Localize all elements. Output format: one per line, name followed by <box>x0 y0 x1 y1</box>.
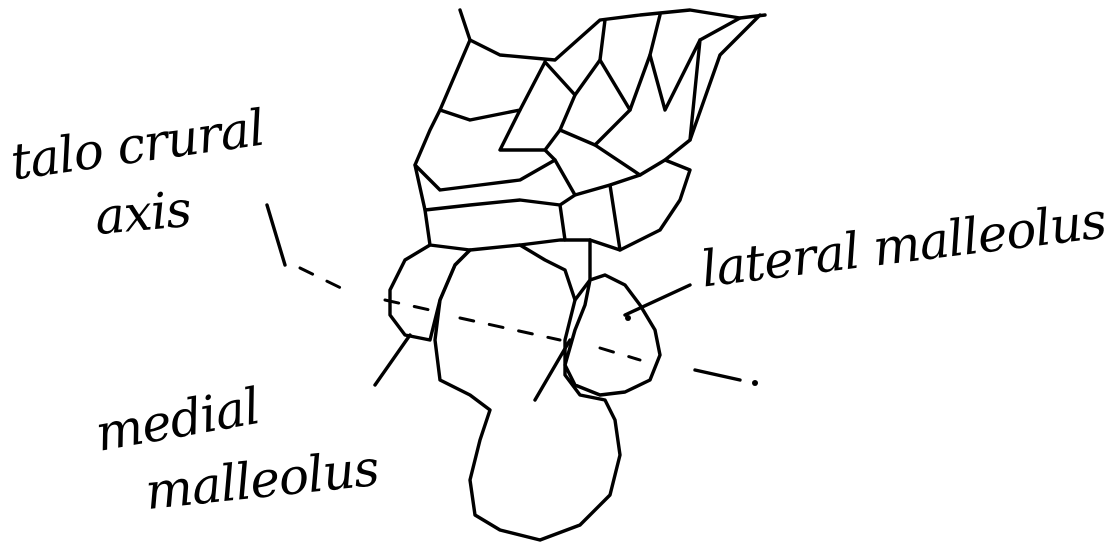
tarsal-bones <box>415 110 690 250</box>
talocrural-axis-dashed-line <box>300 268 560 340</box>
metatarsal-bones <box>440 10 765 150</box>
talus-calcaneus <box>435 240 620 540</box>
axis-end-dash <box>695 370 740 380</box>
axis-dashes-lateral <box>600 348 640 360</box>
axis-end-dot <box>752 380 758 386</box>
medial-malleolus-leader <box>375 335 410 385</box>
axis-leader-line <box>267 205 285 265</box>
medial-malleolus-bone <box>390 245 470 340</box>
talocrural-axis-label-line2: axis <box>93 184 193 242</box>
